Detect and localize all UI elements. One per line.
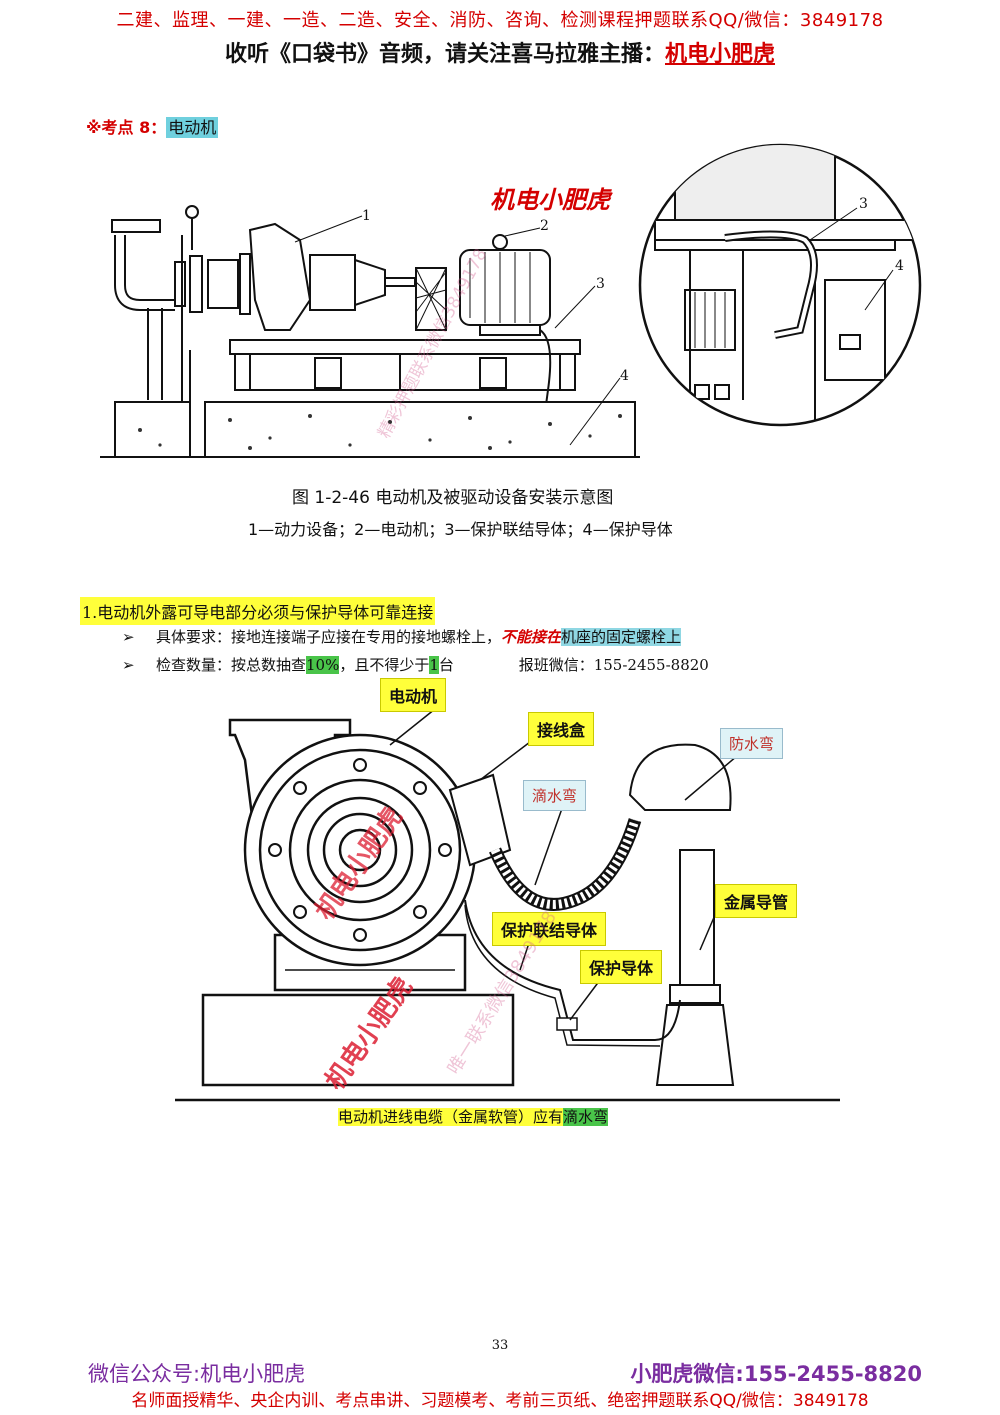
figure1-detail-circle: 3 4 — [638, 143, 922, 427]
figure1-legend: 1—动力设备；2—电动机；3—保护联结导体；4—保护导体 — [248, 520, 673, 539]
header-audio-prefix: 收听《口袋书》音频，请关注喜马拉雅主播： — [224, 42, 665, 67]
kaodian-heading: ※考点 8：电动机 — [86, 114, 219, 138]
arrow-bullet-icon: ➢ — [122, 628, 135, 646]
arrow-bullet-icon: ➢ — [122, 656, 135, 674]
figure2-drawing — [175, 704, 840, 1102]
label-junction-box: 接线盒 — [528, 712, 595, 746]
figure2-caption-prefix: 电动机进线电缆（金属软管）应有 — [338, 1108, 564, 1126]
figure1-number-2: 2 — [540, 218, 549, 234]
figure1-number-1: 1 — [362, 208, 371, 224]
bullet2-mid: ，且不得少于 — [339, 656, 430, 674]
bullet2-text: 检查数量：按总数抽查 — [156, 656, 307, 674]
bullet1-highlight: 机座的固定螺栓上 — [561, 628, 682, 646]
footer-official-account: 微信公众号:机电小肥虎 — [88, 1362, 306, 1386]
label-metal-conduit: 金属导管 — [715, 884, 798, 918]
label-bonding-conductor: 保护联结导体 — [492, 912, 607, 946]
label-motor: 电动机 — [380, 678, 447, 712]
figure2-caption-highlight: 滴水弯 — [563, 1108, 609, 1126]
figure1-watermark: 机电小肥虎 — [490, 186, 610, 214]
label-drip-loop: 滴水弯 — [523, 780, 587, 811]
figure1-caption: 图 1-2-46 电动机及被驱动设备安装示意图 — [292, 488, 614, 508]
page-number: 33 — [491, 1338, 509, 1353]
bullet2-percent: 10% — [306, 656, 340, 674]
figure1-number-3: 3 — [596, 276, 605, 292]
figure2-caption: 电动机进线电缆（金属软管）应有滴水弯 — [338, 1106, 609, 1127]
label-waterproof-bend: 防水弯 — [720, 728, 784, 759]
bullet2-unit: 台 — [438, 656, 454, 674]
figure1-number-4: 4 — [620, 368, 629, 384]
header-audio-line: 收听《口袋书》音频，请关注喜马拉雅主播：机电小肥虎 — [0, 36, 1000, 68]
figure1-drawing: 1 2 3 4 — [100, 205, 640, 458]
footer-wechat: 小肥虎微信:155-2455-8820 — [630, 1362, 922, 1386]
detail-number-4: 4 — [895, 258, 904, 274]
label-protective-conductor: 保护导体 — [580, 950, 663, 984]
section1-bullet-requirement: ➢ 具体要求：接地连接端子应接在专用的接地螺栓上，不能接在机座的固定螺栓上 — [122, 626, 682, 647]
section1-title: 1.电动机外露可导电部分必须与保护导体可靠连接 — [80, 597, 436, 625]
bullet1-text: 具体要求：接地连接端子应接在专用的接地螺栓上， — [156, 628, 502, 646]
bullet2-wechat: 报班微信：155-2455-8820 — [518, 656, 709, 674]
header-ad-line: 二建、监理、一建、一造、二造、安全、消防、咨询、检测课程押题联系QQ/微信：38… — [116, 10, 884, 31]
header-anchor-name: 机电小肥虎 — [665, 42, 776, 67]
footer-ad-line: 名师面授精华、央企内训、考点串讲、习题模考、考前三页纸、绝密押题联系QQ/微信：… — [131, 1391, 869, 1411]
kaodian-prefix: ※考点 8： — [86, 118, 167, 137]
section1-bullet-quantity: ➢ 检查数量：按总数抽查10%，且不得少于1台 报班微信：155-2455-882… — [122, 654, 709, 675]
bullet1-red: 不能接在 — [501, 628, 562, 646]
bullet2-number: 1 — [429, 656, 439, 674]
detail-number-3: 3 — [859, 196, 868, 212]
kaodian-topic: 电动机 — [166, 117, 219, 138]
